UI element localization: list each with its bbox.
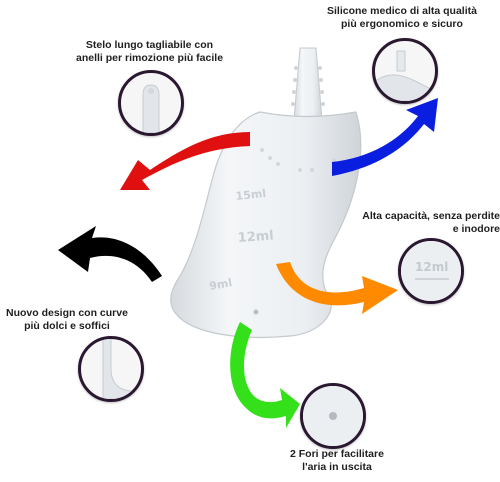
svg-text:12ml: 12ml — [415, 260, 448, 274]
silicone-callout-label: Silicone medico di alta qualità più ergo… — [327, 5, 477, 30]
capacity-callout-label: Alta capacità, senza perdite e inodore — [362, 210, 500, 235]
cup-mark-9ml: 9ml — [208, 276, 233, 293]
air-hole-detail-image — [300, 383, 366, 449]
cup-air-hole — [253, 309, 259, 315]
measure-markings-detail-image: 12ml — [398, 238, 464, 304]
holes-callout-label: 2 Fori per facilitare l'aria in uscita — [290, 448, 384, 473]
stem-callout-label: Stelo lungo tagliabile con anelli per ri… — [76, 39, 224, 64]
cup-base-curve-detail-image — [78, 336, 144, 402]
cup-mark-15ml: 15ml — [235, 187, 267, 203]
cup-top-detail-image — [372, 38, 438, 104]
cup-mark-12ml: 12ml — [237, 229, 274, 246]
stem-detail-image — [118, 70, 184, 136]
design-callout-label: Nuovo design con curve più dolci e soffi… — [6, 307, 128, 332]
